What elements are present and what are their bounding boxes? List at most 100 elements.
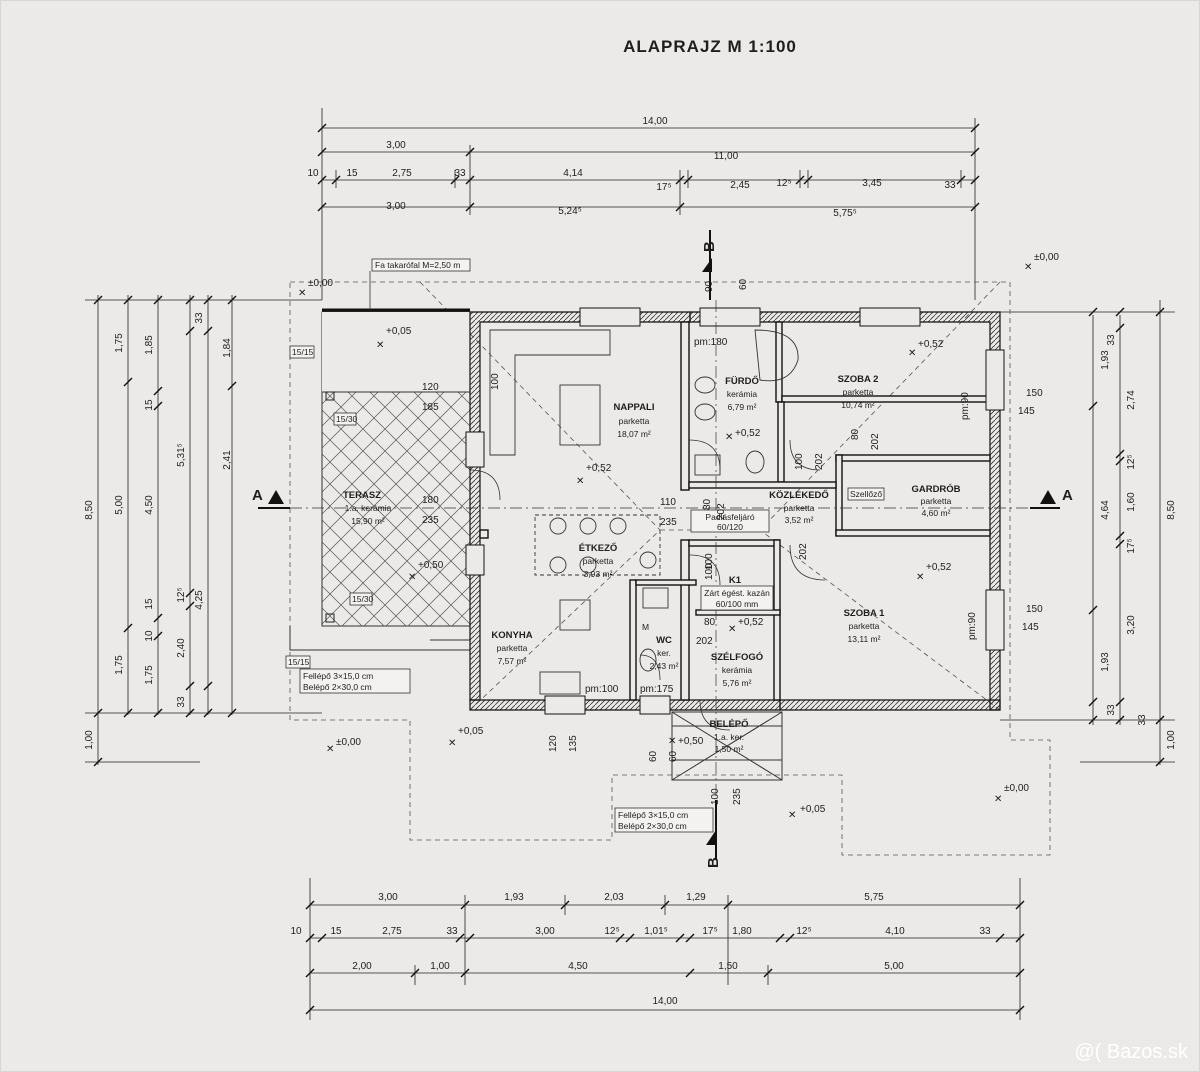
dim-bottom: 10: [290, 926, 302, 937]
note-fellepo: Fellépő 3×15,0 cm: [303, 671, 373, 681]
level-marker: ✕ +0,05: [788, 804, 826, 821]
svg-text:parketta: parketta: [497, 643, 528, 653]
terrace-post: [325, 391, 335, 401]
svg-text:✕: ✕: [788, 810, 796, 821]
svg-text:SZOBA 1: SZOBA 1: [844, 608, 886, 619]
dim-bottom: 2,03: [604, 892, 624, 903]
svg-text:parketta: parketta: [921, 496, 952, 506]
note-boxes: [285, 258, 885, 833]
room-wc: WC ker. 2,43 m²: [650, 635, 679, 671]
note-15-30: 15/30: [336, 414, 358, 424]
svg-text:✕: ✕: [994, 794, 1002, 805]
svg-text:±0,00: ±0,00: [1004, 783, 1029, 794]
svg-text:1.a. ker.: 1.a. ker.: [714, 732, 744, 742]
dim-bottom: 2,75: [382, 926, 402, 937]
svg-text:80: 80: [702, 498, 713, 510]
svg-text:150: 150: [1026, 604, 1043, 615]
svg-text:13,11 m²: 13,11 m²: [848, 634, 881, 644]
dim-left: 33: [194, 312, 205, 324]
dim-right: 17⁵: [1126, 538, 1137, 553]
svg-text:3,52 m²: 3,52 m²: [785, 515, 814, 525]
dim-top-r3: 33: [454, 168, 466, 179]
dim-left: 1,84: [222, 338, 233, 358]
svg-text:120: 120: [422, 382, 439, 393]
dim-right: 33: [1106, 704, 1117, 716]
note-pm90: pm:90: [967, 612, 978, 640]
svg-text:TERASZ: TERASZ: [343, 490, 381, 501]
dim-bottom: 15: [330, 926, 342, 937]
room-nappali: NAPPALI parketta 18,07 m²: [614, 402, 655, 439]
dim-left: 10: [144, 630, 155, 642]
svg-text:2,43 m²: 2,43 m²: [650, 661, 679, 671]
dim-bottom: 1,93: [504, 892, 524, 903]
svg-text:parketta: parketta: [849, 621, 880, 631]
svg-text:15,90 m²: 15,90 m²: [351, 516, 385, 526]
dim-left: 4,50: [144, 495, 155, 515]
section-marker-a-right: A: [1030, 487, 1073, 509]
room-szoba2: SZOBA 2 parketta 10,74 m²: [838, 374, 879, 410]
section-marker-b-top: B: [701, 230, 718, 300]
terrace-upper: [322, 312, 470, 392]
left-dimension-ticks: [93, 295, 237, 767]
dim-top-r2: 3,00: [386, 140, 406, 151]
note-szellozo: Szellőző: [850, 489, 882, 499]
entrance-steps: [671, 711, 783, 781]
section-marker-b-bottom: B: [705, 800, 722, 868]
left-dimension-texts: 1,00 8,50 1,75 5,00 1,75 1,75 1,85 15 4,…: [84, 312, 233, 750]
room-etkezo: ÉTKEZŐ parketta 3,93 m²: [579, 542, 618, 579]
note-pm175: pm:175: [640, 684, 674, 695]
svg-text:100: 100: [710, 788, 721, 805]
svg-text:✕: ✕: [668, 736, 676, 747]
dim-top-r3: 15: [346, 168, 358, 179]
dim-right: 12⁵: [1126, 454, 1137, 469]
svg-text:parketta: parketta: [843, 387, 874, 397]
dim-bottom: 14,00: [652, 996, 677, 1007]
note-texts: Fa takarófal M=2,50 m 15/15 15/30 15/30 …: [288, 260, 978, 831]
svg-text:+0,05: +0,05: [800, 804, 826, 815]
svg-text:1.a. kerámia: 1.a. kerámia: [345, 503, 392, 513]
level-marker: ✕+0,52: [576, 463, 612, 487]
svg-text:✕: ✕: [448, 738, 456, 749]
room-gardrob: GARDRÓB parketta 4,60 m²: [911, 483, 960, 518]
svg-text:✕: ✕: [1024, 262, 1032, 273]
svg-text:80: 80: [704, 617, 716, 628]
svg-text:K1: K1: [729, 575, 742, 586]
svg-text:BELÉPŐ: BELÉPŐ: [709, 718, 748, 730]
svg-text:✕: ✕: [728, 624, 736, 635]
room-konyha: KONYHA parketta 7,57 m²: [491, 630, 532, 666]
svg-text:A: A: [252, 487, 263, 504]
dim-top-r3: 10: [307, 168, 319, 179]
svg-text:202: 202: [870, 433, 881, 450]
drawing-title: ALAPRAJZ M 1:100: [623, 37, 797, 56]
dim-left: 2,40: [176, 638, 187, 658]
svg-text:✕: ✕: [916, 572, 924, 583]
dim-bottom: 33: [446, 926, 458, 937]
dim-left: 12⁵: [176, 587, 187, 602]
svg-text:SZÉLFOGÓ: SZÉLFOGÓ: [711, 651, 763, 663]
right-dimension-texts: 1,93 4,64 1,93 33 33 2,74 12⁵ 1,60 17⁵ 3…: [1100, 334, 1177, 750]
windows: [465, 307, 1005, 715]
svg-text:±0,00: ±0,00: [1034, 252, 1059, 263]
dim-bottom: 1,00: [430, 961, 450, 972]
svg-text:235: 235: [660, 517, 677, 528]
dim-right: 8,50: [1166, 500, 1177, 520]
svg-text:5,76 m²: 5,76 m²: [723, 678, 752, 688]
dim-top-r3: 33: [944, 180, 956, 191]
svg-text:80: 80: [850, 428, 861, 440]
svg-text:NAPPALI: NAPPALI: [614, 402, 655, 413]
room-szoba1: SZOBA 1 parketta 13,11 m²: [844, 608, 886, 644]
svg-text:145: 145: [1018, 406, 1035, 417]
bottom-dimension-ticks: [305, 900, 1025, 1015]
svg-text:+0,52: +0,52: [586, 463, 612, 474]
dim-bottom: 12⁵: [796, 926, 811, 937]
furniture: [489, 329, 799, 695]
note-belepo: Belépő 2×30,0 cm: [618, 821, 687, 831]
svg-text:kerámia: kerámia: [727, 389, 758, 399]
svg-text:202: 202: [696, 636, 713, 647]
level-marker: ✕+0,52: [725, 428, 761, 443]
level-marker: ✕±0,00: [1024, 252, 1059, 273]
svg-text:parketta: parketta: [619, 416, 650, 426]
svg-text:202: 202: [814, 453, 825, 470]
svg-text:ker.: ker.: [657, 648, 671, 658]
svg-text:parketta: parketta: [583, 556, 614, 566]
